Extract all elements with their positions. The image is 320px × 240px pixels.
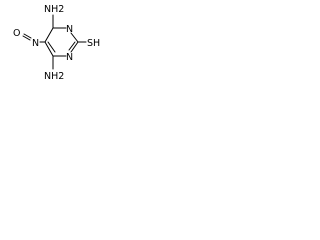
bond-c2-n1-inner — [68, 41, 76, 51]
atom-nh2-top: NH2 — [44, 4, 64, 15]
pyrimidine-structure-diagram: NH2 N SH N NH2 N O — [13, 4, 100, 82]
bond-c5-c4 — [44, 27, 54, 43]
atom-n-ring-bottom: N — [66, 52, 73, 63]
bond-nitroso-no-inner — [22, 35, 31, 41]
bond-nitroso-no — [23, 33, 32, 39]
bond-c6-c5-inner — [47, 41, 56, 53]
atom-nitroso-n: N — [32, 38, 39, 49]
bond-c2-n1 — [70, 41, 79, 53]
bond-c6-c5 — [44, 41, 54, 57]
atom-n-ring-top: N — [66, 24, 73, 35]
atom-nh2-bottom: NH2 — [44, 71, 64, 82]
bond-n3-c2 — [70, 32, 79, 43]
bond-lines — [22, 14, 87, 70]
atom-sh: SH — [87, 38, 100, 49]
atom-nitroso-o: O — [13, 28, 20, 39]
